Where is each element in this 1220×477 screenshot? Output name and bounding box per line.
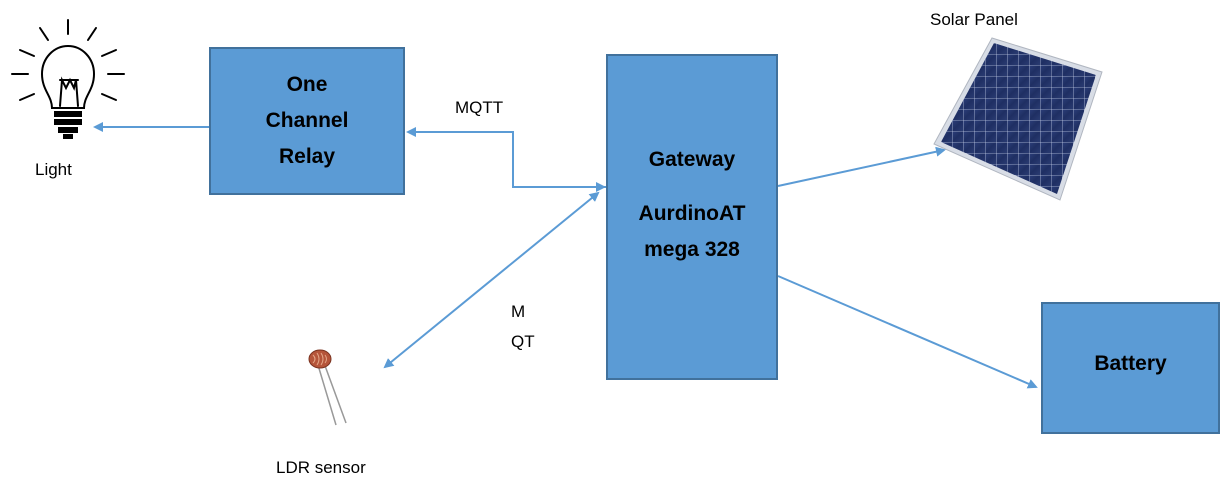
solar-panel-label: Solar Panel [930,10,1018,29]
arrow-gateway-to-relay [406,127,606,188]
gateway-node[interactable]: Gateway AurdinoAT mega 328 [606,54,778,380]
arrow-gateway-ldr-link [383,191,600,369]
gateway-line-2: mega 328 [644,238,740,261]
relay-label-line-3: Relay [278,145,336,168]
mqtt-label-bottom-line-2: QT [511,332,535,351]
mqtt-label-top: MQTT [455,98,504,117]
arrow-gateway-to-solar [777,146,946,187]
gateway-line-1: AurdinoAT [638,202,746,225]
ldr-sensor-label: LDR sensor [276,458,366,477]
relay-label-line-2: Channel [265,109,349,132]
relay-label-line-1: One [286,73,328,96]
light-label: Light [35,160,72,179]
arrow-gateway-to-battery [777,275,1038,389]
gateway-title: Gateway [648,148,736,171]
relay-node[interactable]: One Channel Relay [209,47,405,195]
battery-node[interactable]: Battery [1041,302,1220,434]
battery-label: Battery [1094,352,1167,375]
light-bulb-icon [11,19,125,139]
mqtt-label-bottom-line-1: M [511,302,526,321]
solar-panel-icon [933,37,1103,201]
ldr-sensor-icon [308,349,347,426]
